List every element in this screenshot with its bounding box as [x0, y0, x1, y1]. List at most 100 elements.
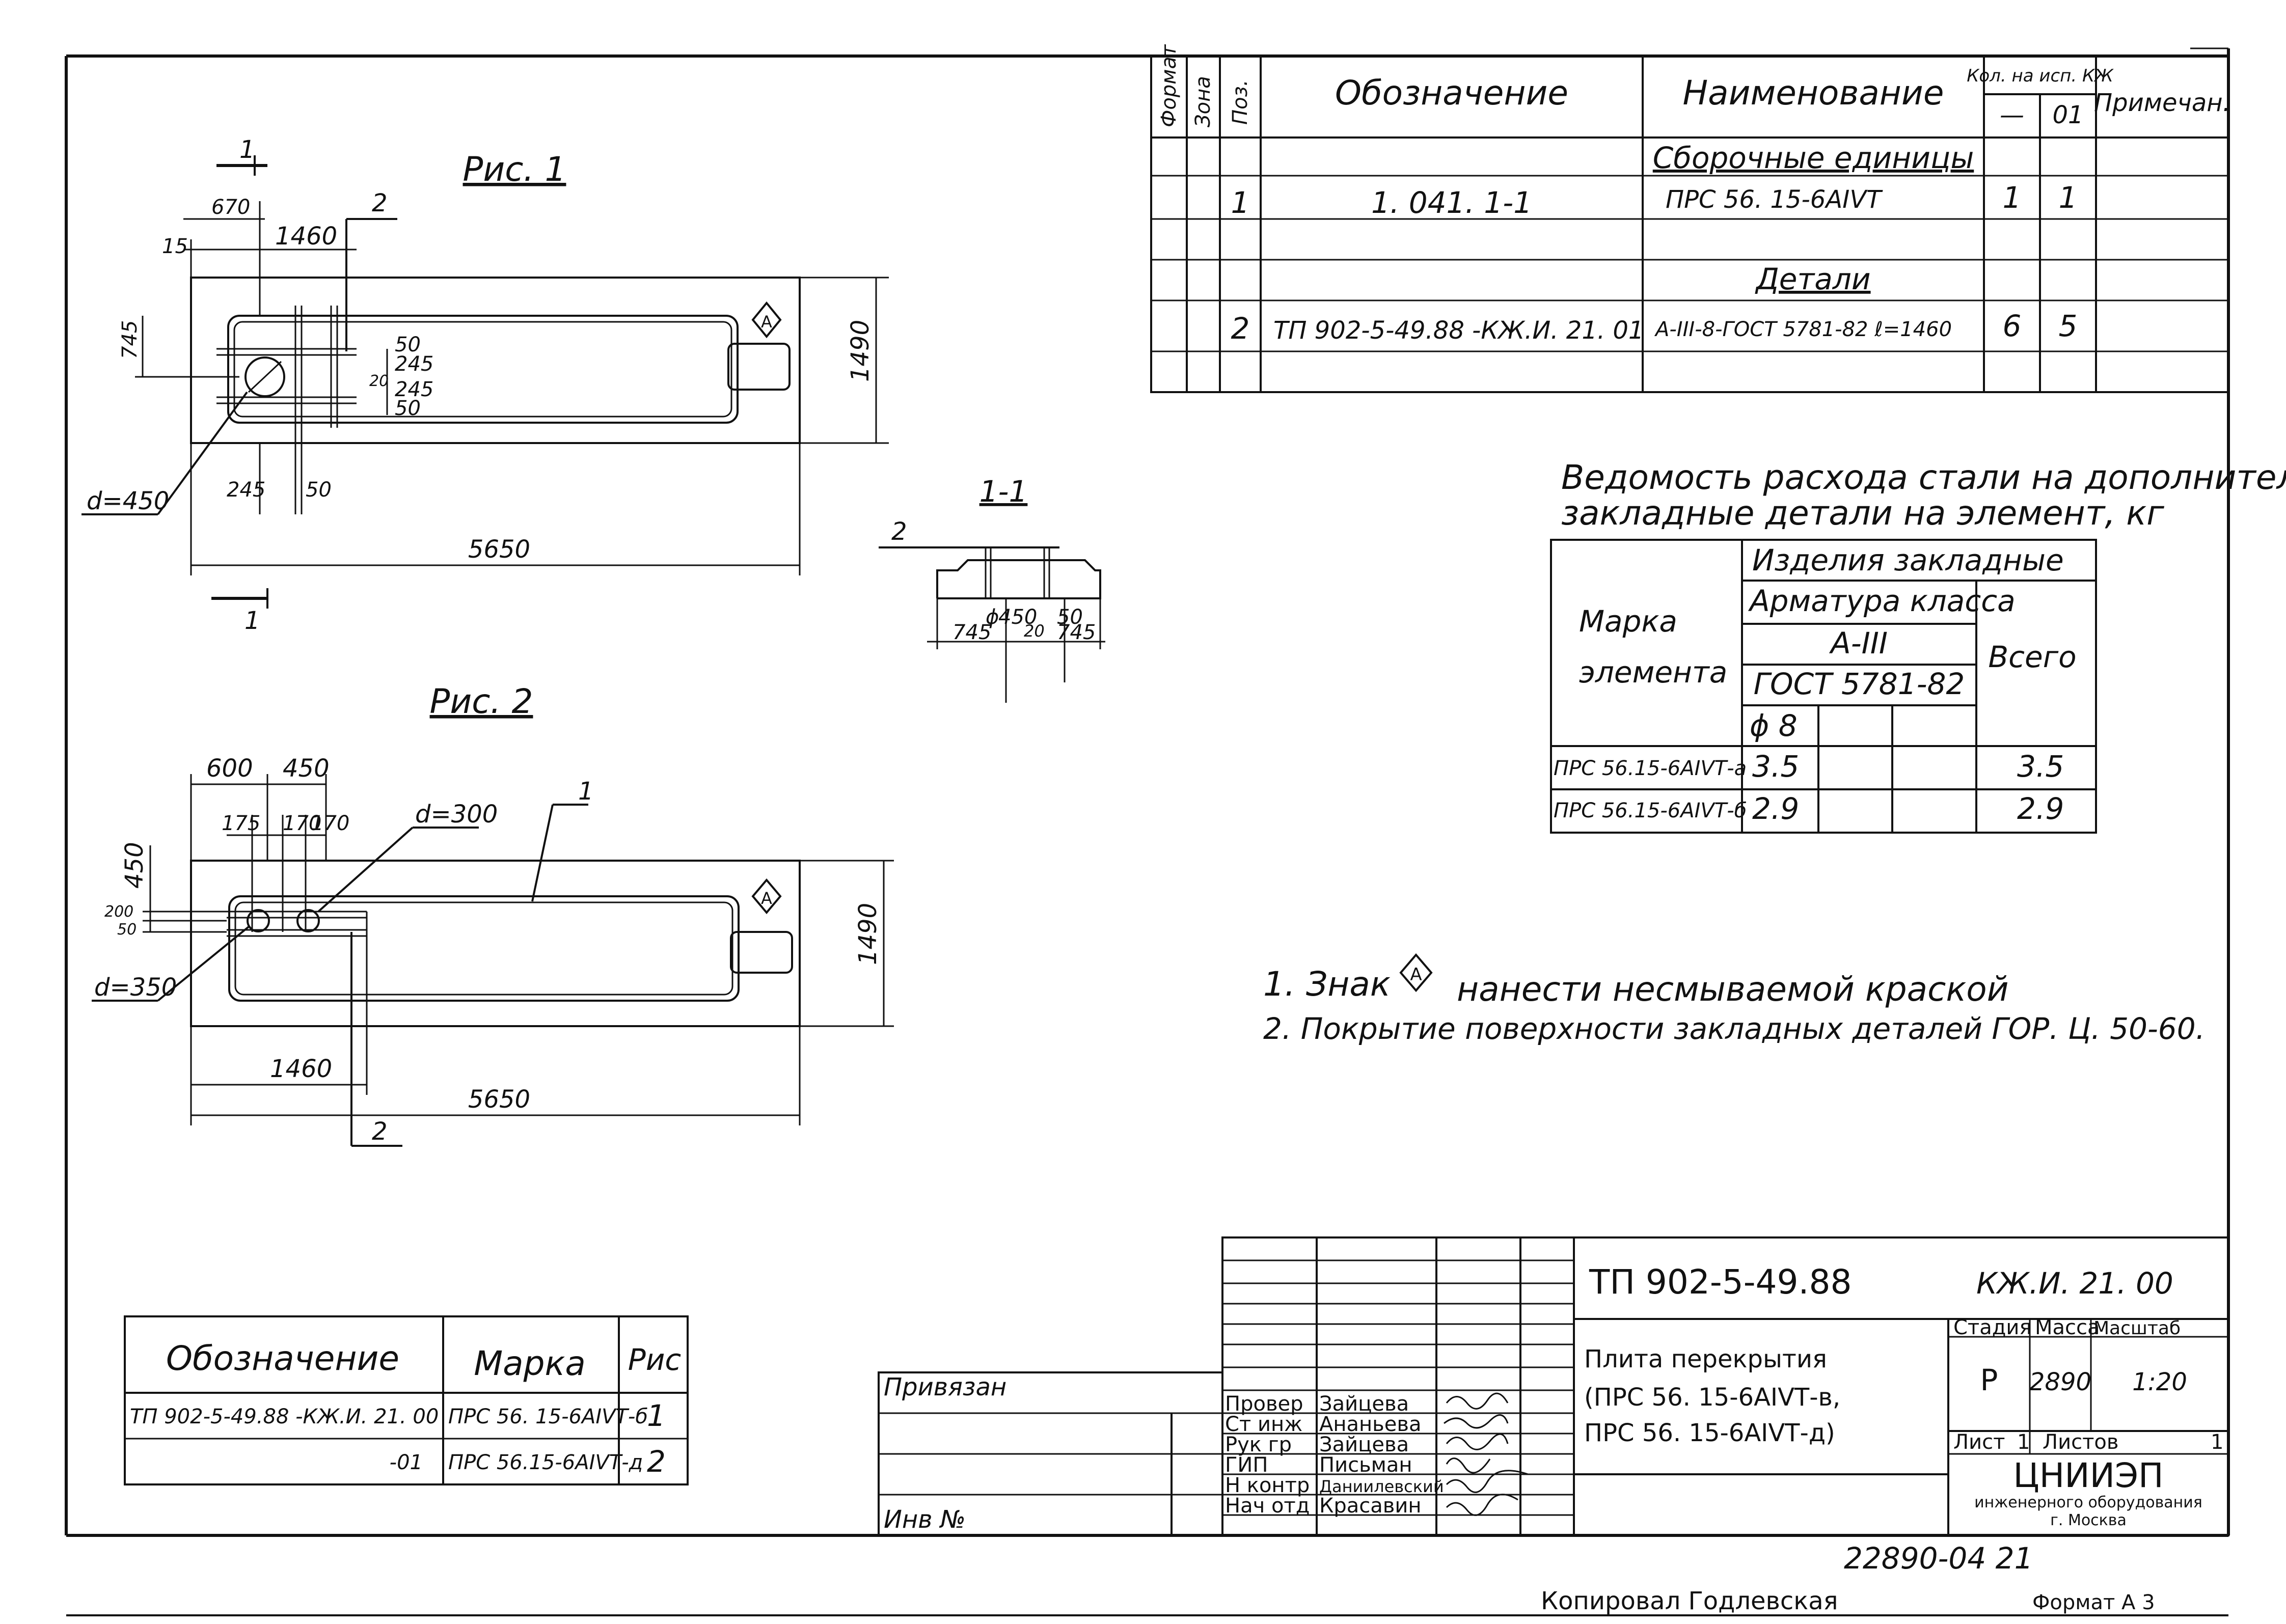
tb-bound: Привязан [884, 1373, 1006, 1401]
row1-designation: 1. 041. 1-1 [1371, 185, 1532, 220]
tb-name-4: Письман [1319, 1453, 1412, 1477]
fig1-dim-5650: 5650 [468, 535, 530, 564]
figure-1: Рис. 1 1 1 А 670 15 [81, 135, 889, 635]
note-2: 2. Покрытие поверхности закладных детале… [1263, 1011, 2205, 1046]
tb-name-5: Даниилевский [1319, 1477, 1444, 1496]
tb-role-4: ГИП [1225, 1453, 1268, 1477]
steel-row2-mark: ПРС 56.15-6АIVТ-б [1554, 799, 1747, 822]
marks-table: Обозначение Марка Рис ТП 902-5-49.88 -КЖ… [124, 1315, 689, 1485]
tb-name-6: Красавин [1319, 1494, 1422, 1518]
fig1-dim-50b: 50 [395, 397, 421, 420]
fig1-title: Рис. 1 [463, 150, 566, 189]
tb-mass-label: Масса [2035, 1316, 2100, 1339]
steel-h-class: А-III [1829, 626, 1888, 660]
steel-title-2: закладные детали на элемент, кг [1561, 493, 2164, 533]
row1-qty2: 1 [2059, 180, 2078, 215]
row2-name: А-III-8-ГОСТ 5781-82 ℓ=1460 [1654, 318, 1952, 341]
fig2-dim-600: 600 [206, 754, 253, 783]
section-details: Детали [1754, 262, 1870, 296]
steel-h-gost: ГОСТ 5781-82 [1754, 667, 1965, 701]
tb-doc-code: КЖ.И. 21. 00 [1976, 1266, 2173, 1301]
section11-profile [936, 559, 1101, 599]
header-qty-col2: 01 [2052, 101, 2083, 129]
fig2-dim-5650: 5650 [468, 1085, 530, 1114]
tb-role-3: Рук гр [1225, 1433, 1292, 1456]
header-designation: Обозначение [1335, 73, 1568, 113]
notes: 1. Знак А нанести несмываемой краской 2.… [1263, 953, 2205, 1046]
tb-org-2: инженерного оборудования [1974, 1494, 2202, 1511]
header-format: Формат [1157, 44, 1181, 127]
fig1-dim-670: 670 [211, 196, 250, 219]
steel-h-total: Всего [1988, 640, 2076, 674]
fig1-dim-245c: 245 [227, 478, 265, 502]
fig2-dim-450a: 450 [283, 754, 330, 783]
steel-h-phi: ϕ 8 [1750, 708, 1798, 743]
section11-leader: 2 [891, 517, 907, 546]
steel-h-mark-2: элемента [1579, 655, 1727, 690]
row1-pos: 1 [1231, 185, 1250, 220]
tb-inv: Инв № [884, 1505, 966, 1534]
fig1-dim-1460: 1460 [275, 222, 337, 251]
fig1-leader-2: 2 [372, 189, 388, 217]
tb-sheet: 1 [2017, 1430, 2030, 1454]
fig1-dim-1490: 1490 [846, 320, 875, 382]
steel-h-items: Изделия закладные [1752, 543, 2064, 577]
steel-table: Ведомость расхода стали на дополнительны… [1550, 458, 2286, 834]
fig1-dim-245a: 245 [395, 352, 433, 376]
fig2-dim-170b: 170 [311, 812, 349, 835]
steel-h-mark-1: Марка [1579, 604, 1677, 639]
marks-h-mark: Марка [474, 1344, 586, 1383]
fig2-dim-1490: 1490 [854, 903, 882, 965]
steel-row1-phi8: 3.5 [1752, 749, 1799, 784]
tb-role-5: Н контр [1225, 1474, 1310, 1497]
svg-text:А: А [1410, 965, 1422, 985]
tb-title-3: ПРС 56. 15-6АIVТ-д) [1584, 1419, 1835, 1447]
row2-designation-b: -КЖ.И. 21. 01 [1472, 316, 1644, 345]
tb-doc-number: ТП 902-5-49.88 [1589, 1262, 1852, 1302]
steel-row2-phi8: 2.9 [1752, 791, 1799, 826]
tb-org-1: ЦНИИЭП [2013, 1456, 2163, 1495]
fig1-dim-50a: 50 [395, 333, 421, 356]
fig2-dim-200: 200 [104, 903, 133, 921]
fig2-dim-d350: d=350 [94, 973, 177, 1002]
steel-row1-mark: ПРС 56.15-6АIVТ-а [1554, 757, 1747, 780]
header-qty-col1: — [2000, 101, 2024, 129]
row1-qty1: 1 [2003, 180, 2022, 215]
fig1-dim-d450: d=450 [87, 487, 169, 515]
header-name: Наименование [1683, 73, 1944, 113]
fig1-hole [244, 356, 285, 397]
tb-stage-label: Стадия [1953, 1316, 2031, 1339]
marks-row2-mark: ПРС 56.15-6АIVТ-д [448, 1451, 643, 1474]
marks-h-fig: Рис [628, 1342, 682, 1377]
section11-dim-20: 20 [1024, 621, 1045, 641]
marks-h-designation: Обозначение [166, 1339, 399, 1378]
row2-designation-a: ТП 902-5-49.88 [1273, 316, 1464, 345]
section11-phi: ϕ [986, 605, 999, 629]
fig1-dim-745: 745 [118, 320, 142, 359]
fig2-dim-1460: 1460 [270, 1055, 332, 1083]
steel-title-1: Ведомость расхода стали на дополнительны… [1561, 458, 2286, 497]
fig1-dim-15: 15 [162, 235, 188, 258]
row2-pos: 2 [1231, 311, 1250, 346]
tb-name-2: Ананьева [1319, 1413, 1421, 1436]
row2-qty2: 5 [2059, 309, 2078, 343]
fig1-mark-letter: А [761, 312, 772, 332]
note-1b: нанести несмываемой краской [1457, 970, 2009, 1009]
signatures [1444, 1392, 1529, 1516]
footer-copied: Копировал Годлевская [1541, 1587, 1838, 1615]
fig2-dim-d300: d=300 [415, 800, 498, 829]
tb-role-2: Ст инж [1225, 1413, 1302, 1436]
section11-dim-450: 450 [998, 605, 1037, 629]
note-1a: 1. Знак [1263, 965, 1391, 1004]
marks-row1-designation: ТП 902-5-49.88 -КЖ.И. 21. 00 [130, 1405, 439, 1428]
tb-mass: 2890 [2029, 1368, 2091, 1396]
section-1-1: 1-1 2 745 ϕ 450 20 50 745 [879, 474, 1105, 703]
fig2-leader-2: 2 [372, 1117, 388, 1146]
section11-dim-745a: 745 [953, 621, 991, 644]
marks-row1-mark: ПРС 56. 15-6АIVТ-б [448, 1405, 648, 1428]
row1-name: ПРС 56. 15-6АIVТ [1666, 185, 1883, 214]
fig2-dim-450b: 450 [120, 842, 149, 889]
fig2-leader-1: 1 [578, 777, 594, 806]
header-pos: Поз. [1229, 79, 1252, 125]
